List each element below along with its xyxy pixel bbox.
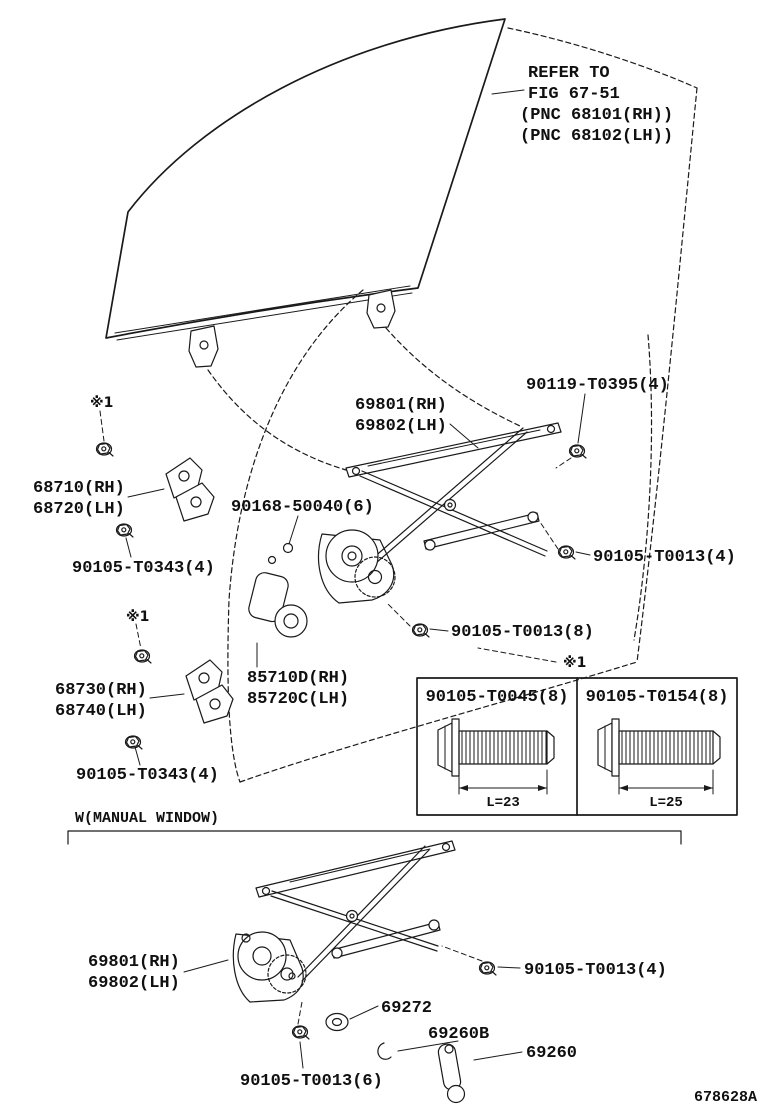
regulator-motor bbox=[248, 542, 308, 638]
note1-marker-inset: ※1 bbox=[563, 655, 586, 671]
label-85710d-rh: 85710D(RH) bbox=[247, 669, 349, 688]
inset-bolt-l25-drawing bbox=[597, 718, 721, 795]
label-68720-lh: 68720(LH) bbox=[33, 500, 125, 519]
bolt-90105-t0013-8 bbox=[411, 623, 430, 638]
label-90119-t0395: 90119-T0395(4) bbox=[526, 376, 669, 395]
label-69260b: 69260B bbox=[428, 1025, 489, 1044]
manual-window-note: W(MANUAL WINDOW) bbox=[75, 810, 219, 827]
upper-door-hinge bbox=[165, 457, 215, 522]
bolt-90105-t0013-4-upper bbox=[557, 545, 576, 560]
upper-window-regulator bbox=[318, 422, 562, 604]
door-panel-outline bbox=[207, 27, 698, 783]
window-crank-handle bbox=[437, 1043, 466, 1104]
inset-bolt-l23-drawing bbox=[437, 718, 555, 795]
manual-window-regulator bbox=[232, 840, 456, 1003]
note1-marker-upper: ※1 bbox=[90, 395, 113, 411]
label-69260: 69260 bbox=[526, 1044, 577, 1063]
bolt-hinge-upper-note1 bbox=[95, 442, 114, 457]
glass-bracket-right bbox=[366, 289, 396, 329]
door-glass bbox=[105, 18, 506, 341]
refer-note-line2: FIG 67-51 bbox=[528, 85, 620, 104]
refer-note-line4: (PNC 68102(LH)) bbox=[520, 127, 673, 146]
label-69802-lh-lower: 69802(LH) bbox=[88, 974, 180, 993]
label-69801-rh-lower: 69801(RH) bbox=[88, 953, 180, 972]
label-90105-t0343-lower: 90105-T0343(4) bbox=[76, 766, 219, 785]
bolt-90105-t0343-lower bbox=[124, 735, 143, 750]
label-69802-lh-upper: 69802(LH) bbox=[355, 417, 447, 436]
inset-header-90105-t0045: 90105-T0045(8) bbox=[426, 688, 569, 707]
label-90105-t0343-upper: 90105-T0343(4) bbox=[72, 559, 215, 578]
label-90105-t0013-6: 90105-T0013(6) bbox=[240, 1072, 383, 1091]
glass-bracket-left bbox=[188, 325, 219, 368]
label-90105-t0013-8: 90105-T0013(8) bbox=[451, 623, 594, 642]
label-68730-rh: 68730(RH) bbox=[55, 681, 147, 700]
bolt-hinge-lower-note1 bbox=[133, 649, 152, 664]
drawing-code: 678628A bbox=[694, 1089, 757, 1106]
bolt-90105-t0343-upper bbox=[115, 523, 134, 538]
label-69801-rh-upper: 69801(RH) bbox=[355, 396, 447, 415]
label-68740-lh: 68740(LH) bbox=[55, 702, 147, 721]
bolt-90105-t0013-4-lower bbox=[478, 961, 497, 976]
handle-escutcheon bbox=[325, 1012, 349, 1032]
lower-door-hinge bbox=[185, 659, 234, 724]
label-85720c-lh: 85720C(LH) bbox=[247, 690, 349, 709]
label-69272: 69272 bbox=[381, 999, 432, 1018]
manual-window-bracket bbox=[67, 830, 682, 845]
note1-marker-middle: ※1 bbox=[126, 609, 149, 625]
inset-dim-l25: L=25 bbox=[649, 795, 683, 811]
handle-clip bbox=[377, 1042, 392, 1060]
label-90105-t0013-4-upper: 90105-T0013(4) bbox=[593, 548, 736, 567]
leader-lines bbox=[99, 89, 591, 1069]
refer-note-line3: (PNC 68101(RH)) bbox=[520, 106, 673, 125]
bolt-90105-t0013-6 bbox=[291, 1025, 310, 1040]
label-90105-t0013-4-lower: 90105-T0013(4) bbox=[524, 961, 667, 980]
label-90168-50040: 90168-50040(6) bbox=[231, 498, 374, 517]
inset-dim-l23: L=23 bbox=[486, 795, 520, 811]
inset-header-90105-t0154: 90105-T0154(8) bbox=[586, 688, 729, 707]
bolt-spec-inset-box bbox=[416, 677, 738, 816]
bolt-90119-t0395 bbox=[568, 444, 587, 459]
refer-note-line1: REFER TO bbox=[528, 64, 610, 83]
label-68710-rh: 68710(RH) bbox=[33, 479, 125, 498]
